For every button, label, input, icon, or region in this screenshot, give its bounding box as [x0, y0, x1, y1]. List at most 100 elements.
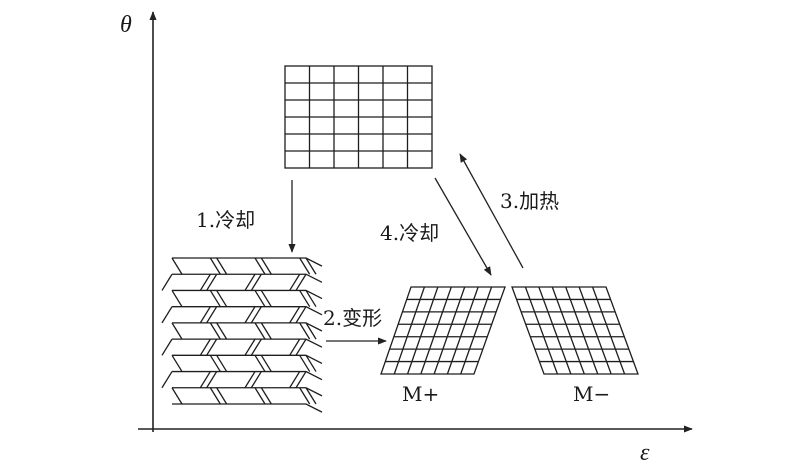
twinned-wall-line: [254, 354, 266, 372]
twinned-row-line: [172, 338, 323, 348]
twinned-wall-line: [295, 371, 307, 389]
twinned-wall-line: [299, 322, 311, 340]
twinned-wall-line: [171, 290, 183, 308]
m-plus-col-line: [393, 286, 426, 375]
twinned-wall-line: [305, 322, 317, 340]
twinned-wall-line: [216, 354, 228, 372]
twinned-row-line: [172, 354, 323, 365]
twinned-wall-line: [161, 306, 173, 324]
twinned-row-line: [172, 306, 323, 316]
m-plus-label: M+: [402, 382, 439, 406]
twinned-wall-line: [254, 290, 266, 308]
m-minus-col-line: [524, 286, 559, 375]
twinned-wall-line: [244, 273, 256, 291]
twinned-row-line: [172, 257, 323, 267]
twinned-wall-line: [171, 387, 183, 405]
twinned-wall-line: [209, 322, 221, 340]
twinned-wall-line: [244, 371, 256, 389]
twinned-wall-line: [209, 290, 221, 308]
twinned-row-line: [172, 403, 323, 413]
twinned-wall-line: [161, 371, 173, 389]
twinned-wall-line: [295, 306, 307, 324]
m-minus-outline: [511, 286, 639, 375]
twinned-wall-line: [260, 257, 272, 275]
twinned-wall-line: [171, 354, 183, 372]
twinned-wall-line: [254, 322, 266, 340]
m-minus-col-line: [551, 286, 585, 375]
twinned-wall-line: [199, 338, 211, 356]
step-1-label: 1.冷却: [196, 208, 255, 232]
m-plus-outline: [380, 286, 506, 375]
m-minus-label: M−: [573, 382, 610, 406]
twinned-wall-line: [206, 306, 218, 324]
twinned-wall-line: [206, 371, 218, 389]
austenite-grid: [284, 65, 433, 169]
twinned-wall-line: [199, 306, 211, 324]
twinned-wall-line: [299, 257, 311, 275]
twinned-wall-line: [299, 354, 311, 372]
twinned-row-line: [172, 322, 323, 332]
twinned-wall-line: [206, 273, 218, 291]
x-axis-label: ε: [640, 440, 650, 466]
step-3-label: 3.加热: [500, 189, 559, 213]
twinned-wall-line: [299, 387, 311, 405]
twinned-wall-line: [216, 322, 228, 340]
m-plus-grid: [380, 286, 506, 375]
twinned-wall-line: [161, 338, 173, 356]
twinned-wall-line: [305, 354, 317, 372]
m-plus-col-line: [433, 286, 466, 375]
step-4-label: 4.冷却: [380, 221, 439, 245]
m-plus-col-line: [460, 286, 493, 375]
twinned-row-line: [172, 387, 323, 397]
twinned-martensite-grid: [161, 257, 323, 413]
twinned-row-line: [172, 273, 323, 283]
twinned-wall-line: [260, 354, 272, 372]
m-plus-col-line: [446, 286, 479, 375]
twinned-wall-line: [161, 273, 173, 291]
twinned-wall-line: [260, 387, 272, 405]
twinned-wall-line: [250, 338, 262, 356]
twinned-wall-line: [295, 338, 307, 356]
twinned-wall-line: [289, 338, 301, 356]
m-minus-col-line: [538, 286, 572, 375]
m-minus-col-line: [591, 286, 626, 375]
twinned-wall-line: [171, 322, 183, 340]
twinned-wall-line: [254, 387, 266, 405]
twinned-wall-line: [209, 354, 221, 372]
twinned-wall-line: [305, 257, 317, 275]
twinned-wall-line: [216, 290, 228, 308]
twinned-wall-line: [209, 387, 221, 405]
twinned-wall-line: [216, 387, 228, 405]
twinned-wall-line: [199, 273, 211, 291]
m-minus-col-line: [578, 286, 612, 375]
twinned-wall-line: [250, 273, 262, 291]
twinned-wall-line: [289, 273, 301, 291]
twinned-wall-line: [199, 371, 211, 389]
m-minus-grid: [511, 286, 639, 375]
twinned-wall-line: [260, 290, 272, 308]
m-minus-col-line: [565, 286, 599, 375]
twinned-row-line: [172, 370, 323, 381]
twinned-wall-line: [216, 257, 228, 275]
twinned-wall-line: [171, 257, 183, 275]
twinned-wall-line: [254, 257, 266, 275]
twinned-wall-line: [260, 322, 272, 340]
twinned-row-line: [172, 289, 323, 300]
twinned-wall-line: [299, 290, 311, 308]
twinned-wall-line: [305, 387, 317, 405]
twinned-wall-line: [209, 257, 221, 275]
y-axis-label: θ: [120, 12, 132, 38]
twinned-wall-line: [289, 306, 301, 324]
step-2-label: 2.变形: [323, 306, 382, 330]
twinned-wall-line: [305, 290, 317, 308]
heating-3-arrow: [459, 153, 524, 269]
twinned-wall-line: [250, 306, 262, 324]
twinned-wall-line: [206, 338, 218, 356]
twinned-wall-line: [244, 306, 256, 324]
twinned-wall-line: [244, 338, 256, 356]
m-plus-col-line: [406, 286, 439, 375]
twinned-wall-line: [289, 371, 301, 389]
twinned-wall-line: [295, 273, 307, 291]
cooling-4-arrow: [434, 177, 492, 276]
